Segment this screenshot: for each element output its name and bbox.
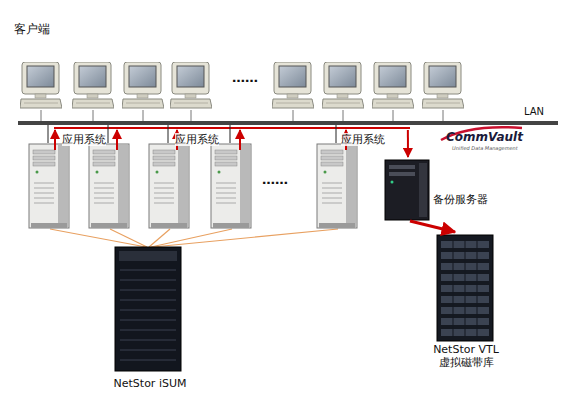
client-pc (322, 62, 364, 108)
storage-link (151, 229, 232, 247)
logo-text: CommVault (446, 130, 523, 144)
client-pc (422, 62, 464, 108)
server-tower (317, 144, 357, 228)
ellipsis: …… (232, 70, 258, 86)
data-flow-arrow (410, 221, 455, 232)
node-label: LAN (504, 106, 544, 118)
server-wire (168, 125, 169, 143)
drive-dividers (453, 240, 477, 337)
storage-link (50, 229, 146, 247)
data-flow-arrow (54, 130, 56, 150)
server-tower (211, 144, 251, 228)
storage-link (110, 229, 147, 247)
virtual-tape-library: NetStor VTL 虚拟磁带库 (418, 232, 514, 372)
server-wire (230, 125, 231, 143)
drop-wire (343, 110, 344, 122)
backup-flow-line (54, 127, 410, 129)
heading-label: 客户端 (14, 22, 50, 36)
lan-bus (18, 121, 558, 125)
drop-wire (393, 110, 394, 122)
server-wire (48, 125, 49, 143)
lan-bus: LAN (18, 104, 558, 130)
node-label: NetStor iSUM (100, 377, 200, 390)
storage-array: NetStor iSUM (100, 243, 200, 395)
data-flow-arrow (407, 130, 409, 157)
client-pc (122, 62, 164, 108)
drop-wire (93, 110, 94, 122)
application-servers (29, 125, 357, 228)
group-label: 应用系统 (175, 133, 219, 146)
data-flow-arrow (239, 130, 241, 150)
drop-wire (191, 110, 192, 122)
drop-wire (143, 110, 144, 122)
storage-link (149, 229, 170, 247)
storage-link (153, 229, 338, 247)
client-pc (372, 62, 414, 108)
server-tower (89, 144, 129, 228)
rack-body (437, 235, 493, 341)
side-panel (419, 163, 427, 217)
node-label: NetStor VTL 虚拟磁带库 (431, 343, 501, 369)
drive-slots (441, 241, 489, 336)
rack-panel (119, 251, 177, 261)
server-tower (149, 144, 189, 228)
rack-slots (120, 270, 176, 360)
storage-links (50, 229, 338, 247)
drop-wire (41, 110, 42, 122)
server-tower (29, 144, 69, 228)
drive-bay (389, 165, 415, 169)
isum-rack (115, 247, 181, 371)
drop-wire (443, 110, 444, 122)
server-wire (336, 125, 337, 143)
drive-bay (389, 172, 415, 176)
client-pc (272, 62, 314, 108)
node-label: 备份服务器 (433, 193, 495, 206)
client-pc (20, 62, 62, 108)
client-computers (20, 62, 464, 122)
vtl-rack (437, 235, 493, 341)
power-led (391, 181, 394, 184)
server-wire (108, 125, 109, 143)
backup-server: 备份服务器 (383, 157, 495, 221)
data-flow-arrow (116, 130, 118, 150)
backup-server-illustration (385, 160, 429, 220)
group-label: 应用系统 (62, 133, 106, 146)
drop-wire (293, 110, 294, 122)
backup-tower (385, 160, 429, 220)
client-pc (72, 62, 114, 108)
client-pc (170, 62, 212, 108)
group-label: 应用系统 (341, 133, 385, 146)
logo-tagline: Unified Data Management (452, 145, 518, 151)
rack-body (115, 247, 181, 371)
ellipsis: …… (262, 172, 288, 188)
